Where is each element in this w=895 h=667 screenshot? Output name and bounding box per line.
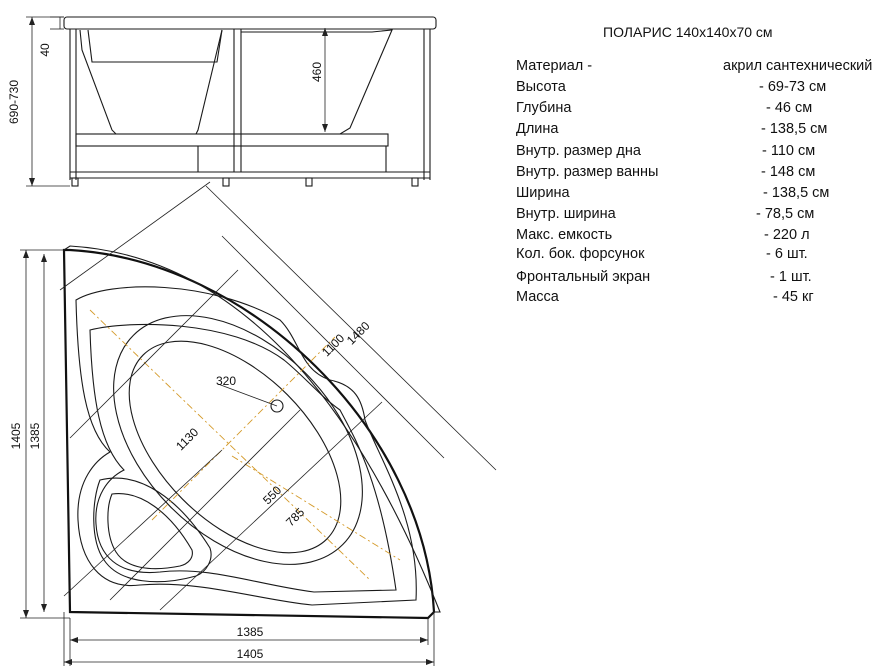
diag-1480-label: 1480 [344, 319, 373, 348]
bottom-outer-label: 1405 [237, 647, 264, 661]
side-elevation-view: 460 40 690-730 [7, 16, 437, 187]
outer-vertical-label: 1405 [9, 422, 23, 449]
drain-icon [270, 399, 284, 413]
side-height-label: 690-730 [7, 80, 21, 124]
plan-view: 1480 1100 320 1130 550 785 1405 1385 138… [9, 181, 497, 666]
support-feet [71, 177, 419, 187]
long-axis-label: 1130 [173, 425, 201, 453]
inner-width-label: 785 [283, 505, 307, 529]
short-axis-label: 550 [260, 483, 284, 507]
drain-offset-label: 320 [216, 374, 236, 388]
basin-outline [113, 315, 363, 565]
rim-contour [75, 286, 417, 606]
outer-shell [62, 248, 436, 620]
bottom-inner-label: 1385 [237, 625, 264, 639]
diag-1100-label: 1100 [319, 331, 347, 359]
depth-label: 460 [310, 62, 324, 82]
rim-label: 40 [38, 43, 52, 57]
inner-vertical-label: 1385 [28, 422, 42, 449]
